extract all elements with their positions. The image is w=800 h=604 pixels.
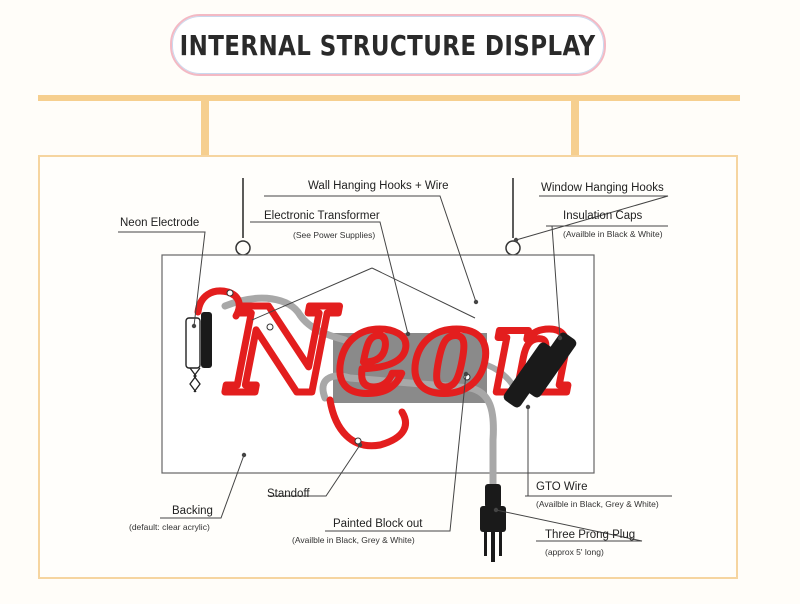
- label-gto-wire-note: (Availble in Black, Grey & White): [536, 499, 659, 509]
- hanging-rail: [38, 95, 740, 101]
- label-transformer-note: (See Power Supplies): [293, 230, 376, 240]
- painted-block-out: [333, 333, 487, 403]
- neon-electrode: [185, 312, 212, 393]
- label-insulation-caps-note: (Availble in Black & White): [563, 229, 663, 239]
- label-insulation-caps: Insulation Caps: [563, 210, 643, 222]
- label-backing-note: (default: clear acrylic): [129, 522, 210, 532]
- label-three-prong-plug: Three Prong Plug: [545, 529, 636, 541]
- gto-wire-to-plug: [319, 372, 497, 489]
- standoff-1: [226, 289, 234, 297]
- rail-post-right: [571, 100, 579, 157]
- rail-post-left: [201, 100, 209, 157]
- label-wall-hanging-hooks: Wall Hanging Hooks + Wire: [308, 180, 449, 192]
- neon-tube-tail: [326, 396, 409, 450]
- label-window-hanging-hooks: Window Hanging Hooks: [541, 182, 664, 194]
- label-painted-block-note: (Availble in Black, Grey & White): [292, 535, 415, 545]
- label-painted-block-out: Painted Block out: [333, 518, 423, 530]
- standoff-3: [354, 437, 362, 445]
- standoff-2: [266, 323, 274, 331]
- label-electronic-transformer: Electronic Transformer: [264, 210, 380, 222]
- label-neon-electrode: Neon Electrode: [120, 217, 200, 229]
- label-backing: Backing: [172, 505, 213, 517]
- leader-dots: [191, 237, 563, 513]
- page-title: INTERNAL STRUCTURE DISPLAY: [180, 28, 596, 62]
- gto-wire-back-left: [221, 294, 349, 344]
- label-plug-note: (approx 5' long): [545, 547, 604, 557]
- three-prong-plug: [480, 484, 506, 562]
- title-pill: INTERNAL STRUCTURE DISPLAY: [170, 14, 606, 76]
- leader-lines: [118, 195, 672, 542]
- label-gto-wire: GTO Wire: [536, 481, 588, 493]
- label-standoff: Standoff: [267, 488, 310, 500]
- insulation-caps: [503, 332, 577, 408]
